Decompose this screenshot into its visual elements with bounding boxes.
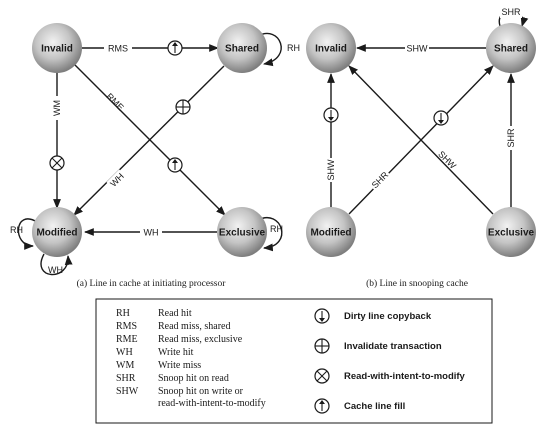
abbr-term: SHW (116, 386, 139, 397)
state-exclusive: Exclusive (217, 207, 267, 257)
svg-text:Exclusive: Exclusive (488, 228, 535, 239)
label-exclusive-to-shared-shr: SHR (506, 128, 516, 148)
abbr-desc: Read miss, shared (158, 321, 231, 332)
panel-a: RMS RH WM RME WH WH RH WH RH (10, 23, 300, 289)
abbr-desc: Snoop hit on write or (158, 386, 244, 397)
dirty-line-copyback-icon (314, 308, 330, 324)
abbr-term: WM (116, 360, 134, 371)
state-exclusive-b: Exclusive (486, 207, 536, 257)
cache-line-fill-icon (167, 40, 183, 56)
svg-text:Shared: Shared (225, 44, 259, 55)
abbr-term: RME (116, 334, 138, 345)
panel-b: SHW SHR SHW SHW SHR SHR Invalid Shared (306, 6, 536, 289)
state-invalid: Invalid (32, 23, 82, 73)
label-shared-self-shr: SHR (501, 7, 521, 17)
state-shared-b: Shared (486, 23, 536, 73)
abbr-term: SHR (116, 373, 136, 384)
dirty-line-copyback-icon (323, 107, 339, 123)
state-invalid-b: Invalid (306, 23, 356, 73)
read-with-intent-to-modify-icon (314, 368, 330, 384)
label-exclusive-to-modified-wh: WH (144, 228, 159, 238)
symbol-label: Cache line fill (344, 401, 405, 412)
label-rms: RMS (108, 44, 128, 54)
abbr-term: RH (116, 308, 130, 319)
symbol-label: Invalidate transaction (344, 341, 442, 352)
abbreviation-list: RH Read hit RMS Read miss, shared RME Re… (116, 308, 266, 409)
svg-text:Shared: Shared (494, 44, 528, 55)
dirty-line-copyback-icon (433, 110, 449, 126)
label-modified-rh: RH (10, 225, 23, 235)
self-loop-exclusive (257, 217, 283, 252)
abbr-desc: Read miss, exclusive (158, 334, 243, 345)
label-shared-rh: RH (287, 43, 300, 53)
abbr-term: RMS (116, 321, 137, 332)
svg-text:Modified: Modified (310, 228, 351, 239)
cache-line-fill-icon (167, 157, 183, 173)
read-with-intent-to-modify-icon (49, 155, 65, 171)
state-modified-b: Modified (306, 207, 356, 257)
label-rme: RME (105, 91, 126, 112)
invalidate-transaction-icon (314, 338, 330, 354)
label-exclusive-rh: RH (270, 224, 283, 234)
svg-text:Invalid: Invalid (315, 44, 347, 55)
label-shared-to-invalid-shw: SHW (407, 44, 429, 54)
legend-box: RH Read hit RMS Read miss, shared RME Re… (95, 298, 493, 424)
invalidate-transaction-icon (175, 99, 191, 115)
edge-modified-to-shared (348, 65, 494, 215)
edge-shared-to-modified (73, 65, 225, 216)
state-modified: Modified (32, 207, 82, 257)
symbol-label: Read-with-intent-to-modify (344, 371, 466, 382)
label-wm: WM (52, 100, 62, 116)
self-loop-modified-left (17, 218, 38, 250)
svg-text:Modified: Modified (36, 228, 77, 239)
label-modified-to-invalid-shw: SHW (326, 159, 336, 181)
caption-panel-a: (a) Line in cache at initiating processo… (77, 278, 227, 289)
label-modified-wh: WH (48, 265, 63, 275)
abbr-desc-continuation: read-with-intent-to-modify (158, 398, 266, 409)
self-loop-modified-bottom (40, 253, 73, 276)
abbr-term: WH (116, 347, 133, 358)
self-loop-shared (257, 33, 282, 67)
svg-text:Invalid: Invalid (41, 44, 73, 55)
abbr-desc: Write hit (158, 347, 194, 358)
caption-panel-b: (b) Line in snooping cache (366, 278, 468, 289)
svg-text:Exclusive: Exclusive (219, 228, 266, 239)
state-shared: Shared (217, 23, 267, 73)
abbr-desc: Write miss (158, 360, 201, 371)
abbr-desc: Read hit (158, 308, 192, 319)
symbol-label: Dirty line copyback (344, 311, 432, 322)
abbr-desc: Snoop hit on read (158, 373, 229, 384)
symbol-list: Dirty line copyback Invalidate transacti… (314, 308, 466, 414)
cache-line-fill-icon (314, 398, 330, 414)
